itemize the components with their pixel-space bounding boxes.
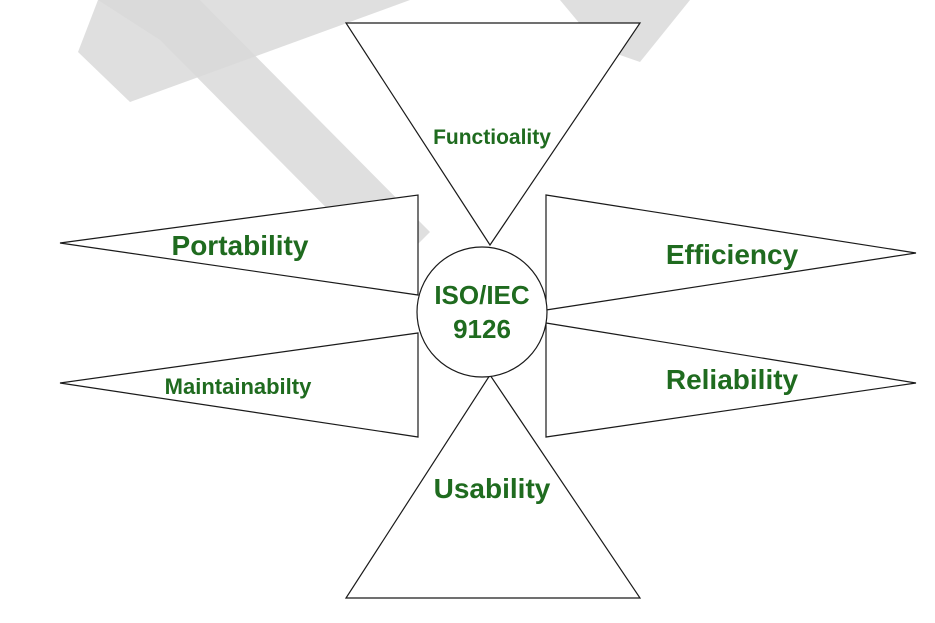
portability-pennant [59, 194, 419, 296]
reliability-pennant [545, 322, 917, 438]
efficiency-pennant [545, 194, 917, 311]
portability-label: Portability [172, 230, 309, 261]
reliability-label: Reliability [666, 364, 799, 395]
center-label-line1: ISO/IEC [434, 280, 530, 310]
maintainability-label: Maintainabilty [165, 374, 312, 399]
center-circle [416, 246, 548, 378]
maintainability-pennant [59, 332, 419, 438]
watermark-horizontal [78, 0, 410, 102]
center-label-line2: 9126 [453, 314, 511, 344]
usability-triangle [344, 373, 642, 599]
efficiency-label: Efficiency [666, 239, 799, 270]
functionality-label: Functioality [433, 126, 551, 149]
functionality-triangle [344, 22, 642, 247]
usability-label: Usability [434, 473, 551, 504]
